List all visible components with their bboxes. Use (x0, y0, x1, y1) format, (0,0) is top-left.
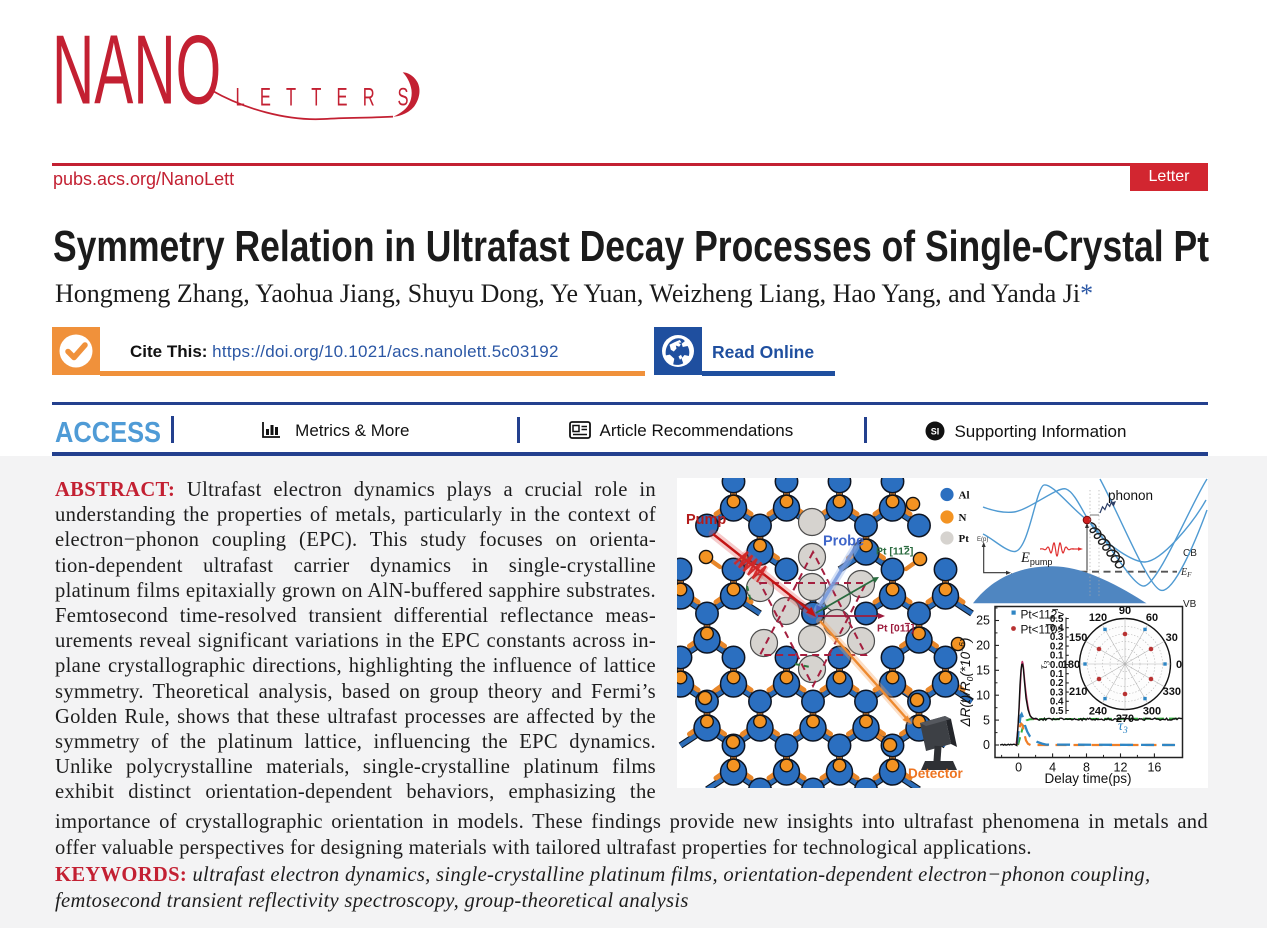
svg-text:330: 330 (1163, 686, 1181, 698)
svg-text:0.5: 0.5 (1050, 614, 1064, 625)
svg-text:0.2: 0.2 (1050, 678, 1064, 689)
svg-text:150: 150 (1069, 632, 1087, 644)
svg-text:ΔR(t)/R0(*10−6): ΔR(t)/R0(*10−6) (957, 638, 975, 728)
svg-text:τ3: τ3 (1036, 661, 1052, 670)
svg-text:CB: CB (1183, 548, 1197, 559)
svg-text:0.0: 0.0 (1050, 660, 1064, 671)
svg-text:S: S (398, 84, 409, 111)
svg-text:16: 16 (1147, 761, 1161, 775)
svg-text:12: 12 (1114, 761, 1128, 775)
svg-text:Pt<112>: Pt<112> (1021, 608, 1065, 622)
svg-text:LETTER: LETTER (235, 84, 389, 111)
svg-text:60: 60 (1146, 612, 1158, 624)
svg-text:0.4: 0.4 (1050, 697, 1064, 708)
svg-text:0: 0 (1015, 761, 1022, 775)
svg-text:0.3: 0.3 (1050, 632, 1064, 643)
svg-text:Pump: Pump (686, 512, 726, 528)
svg-text:0.1: 0.1 (1050, 651, 1064, 662)
svg-text:4: 4 (1049, 761, 1056, 775)
svg-text:Pt [011]: Pt [011] (877, 623, 914, 635)
svg-text:0.2: 0.2 (1050, 641, 1064, 652)
svg-text:180: 180 (1062, 659, 1080, 671)
svg-text:Pt<110>: Pt<110> (1021, 623, 1065, 637)
svg-text:phonon: phonon (1108, 488, 1153, 503)
svg-text:120: 120 (1089, 612, 1107, 624)
svg-text:240: 240 (1089, 706, 1107, 718)
svg-text:25: 25 (976, 614, 990, 628)
svg-text:Pt [112]: Pt [112] (876, 546, 913, 558)
svg-text:Probe: Probe (823, 534, 864, 550)
svg-text:5: 5 (983, 713, 990, 727)
svg-text:E(p): E(p) (977, 537, 988, 543)
svg-text:0: 0 (1176, 659, 1182, 671)
svg-text:20: 20 (976, 639, 990, 653)
svg-text:0: 0 (983, 738, 990, 752)
svg-text:Pt: Pt (959, 533, 970, 545)
svg-text:90: 90 (1119, 605, 1131, 617)
svg-text:30: 30 (1166, 632, 1178, 644)
svg-text:SI: SI (931, 427, 940, 437)
svg-text:210: 210 (1069, 686, 1087, 698)
svg-text:8: 8 (1083, 761, 1090, 775)
svg-text:15: 15 (976, 664, 990, 678)
svg-text:Delay time(ps): Delay time(ps) (1044, 771, 1131, 786)
svg-text:0.4: 0.4 (1050, 623, 1064, 634)
svg-text:NANO: NANO (52, 28, 221, 125)
svg-text:0.1: 0.1 (1050, 669, 1064, 680)
svg-text:0.3: 0.3 (1050, 687, 1064, 698)
svg-text:270: 270 (1116, 713, 1134, 725)
svg-text:Al: Al (959, 490, 970, 502)
svg-text:300: 300 (1143, 706, 1161, 718)
svg-text:0.5: 0.5 (1050, 706, 1064, 717)
svg-text:Detector: Detector (908, 766, 964, 781)
svg-text:τ3: τ3 (1118, 719, 1128, 736)
svg-text:10: 10 (976, 688, 990, 702)
svg-text:N: N (959, 512, 967, 524)
svg-text:VB: VB (1183, 599, 1197, 610)
